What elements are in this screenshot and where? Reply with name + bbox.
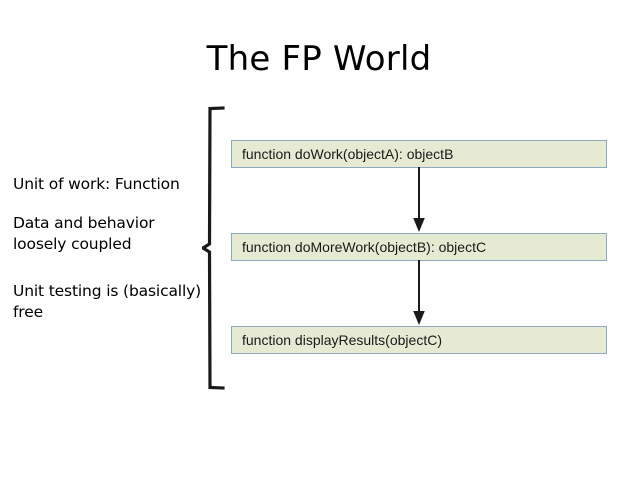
flow-box-label: function doWork(objectA): objectB	[242, 146, 454, 162]
arrow-down-icon	[409, 260, 429, 326]
flow-box-label: function displayResults(objectC)	[242, 332, 442, 348]
flow-box-do-work[interactable]: function doWork(objectA): objectB	[231, 140, 607, 168]
page-title: The FP World	[206, 39, 432, 79]
flow-box-do-more-work[interactable]: function doMoreWork(objectB): objectC	[231, 233, 607, 261]
bullet-item-data-and-behavior: Data and behavior loosely coupled	[13, 214, 155, 253]
bullet-list: Unit of work: Function Data and behavior…	[13, 174, 209, 323]
arrow-down-icon-svg	[413, 167, 425, 232]
flow-box-display-results[interactable]: function displayResults(objectC)	[231, 326, 607, 354]
flow-box-label: function doMoreWork(objectB): objectC	[242, 239, 487, 255]
arrow-down-icon	[409, 167, 429, 233]
arrow-down-icon-svg	[413, 260, 425, 325]
bullet-item-unit-of-work: Unit of work: Function	[13, 175, 180, 193]
left-curly-brace	[199, 104, 232, 392]
left-curly-brace-icon	[199, 106, 225, 390]
bullet-item-unit-testing: Unit testing is (basically) free	[13, 282, 202, 321]
